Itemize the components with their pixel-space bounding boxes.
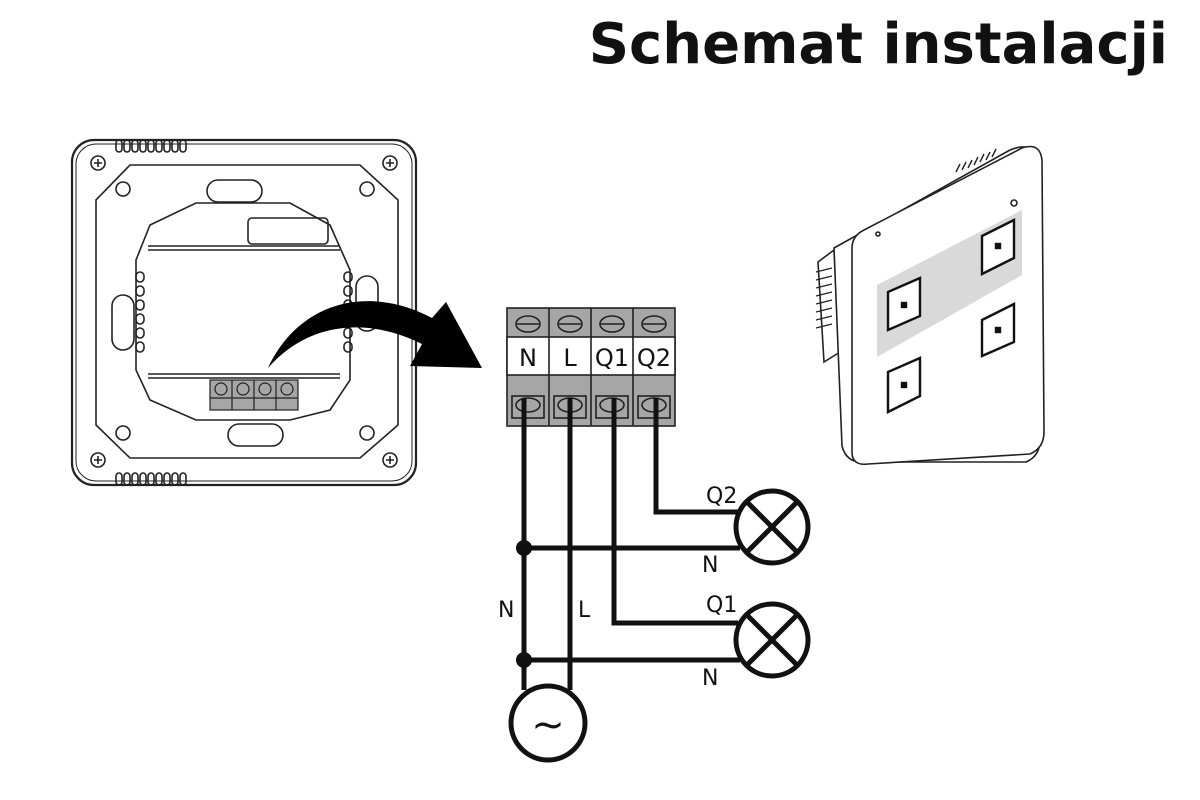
terminal-label-l: L — [563, 344, 577, 372]
wire-q1 — [611, 398, 738, 626]
button-bottom-left-icon — [886, 356, 922, 414]
device-back-view — [70, 138, 418, 487]
button-middle-left-icon — [886, 276, 922, 332]
ac-source-icon: ~ — [508, 683, 588, 763]
back-terminal-block — [209, 379, 299, 411]
button-middle-right-icon — [980, 302, 1016, 358]
source-symbol: ~ — [531, 702, 565, 748]
page-title: Schemat instalacji — [588, 12, 1168, 77]
vent-ribs-bottom — [115, 472, 187, 486]
device-buttons — [886, 218, 1016, 414]
wire-q2 — [653, 398, 738, 515]
vent-ribs-top — [115, 139, 187, 153]
label-n-lamp-q1: N — [702, 666, 718, 691]
label-supply-l: L — [578, 598, 591, 623]
terminal-label-q2: Q2 — [637, 344, 671, 372]
lamp-q1-icon — [733, 601, 811, 679]
button-top-right-icon — [980, 218, 1016, 276]
label-q2: Q2 — [706, 484, 737, 509]
junction-dot — [516, 652, 532, 668]
junction-dot — [516, 540, 532, 556]
label-n-lamp-q2: N — [702, 553, 718, 578]
screw-icon — [90, 155, 398, 468]
terminal-label-n: N — [519, 344, 537, 372]
label-supply-n: N — [498, 598, 514, 623]
label-q1: Q1 — [706, 593, 737, 618]
curved-arrow-icon — [268, 301, 482, 368]
terminal-label-q1: Q1 — [595, 344, 629, 372]
wires — [521, 398, 740, 690]
lamp-q2-icon — [733, 488, 811, 566]
